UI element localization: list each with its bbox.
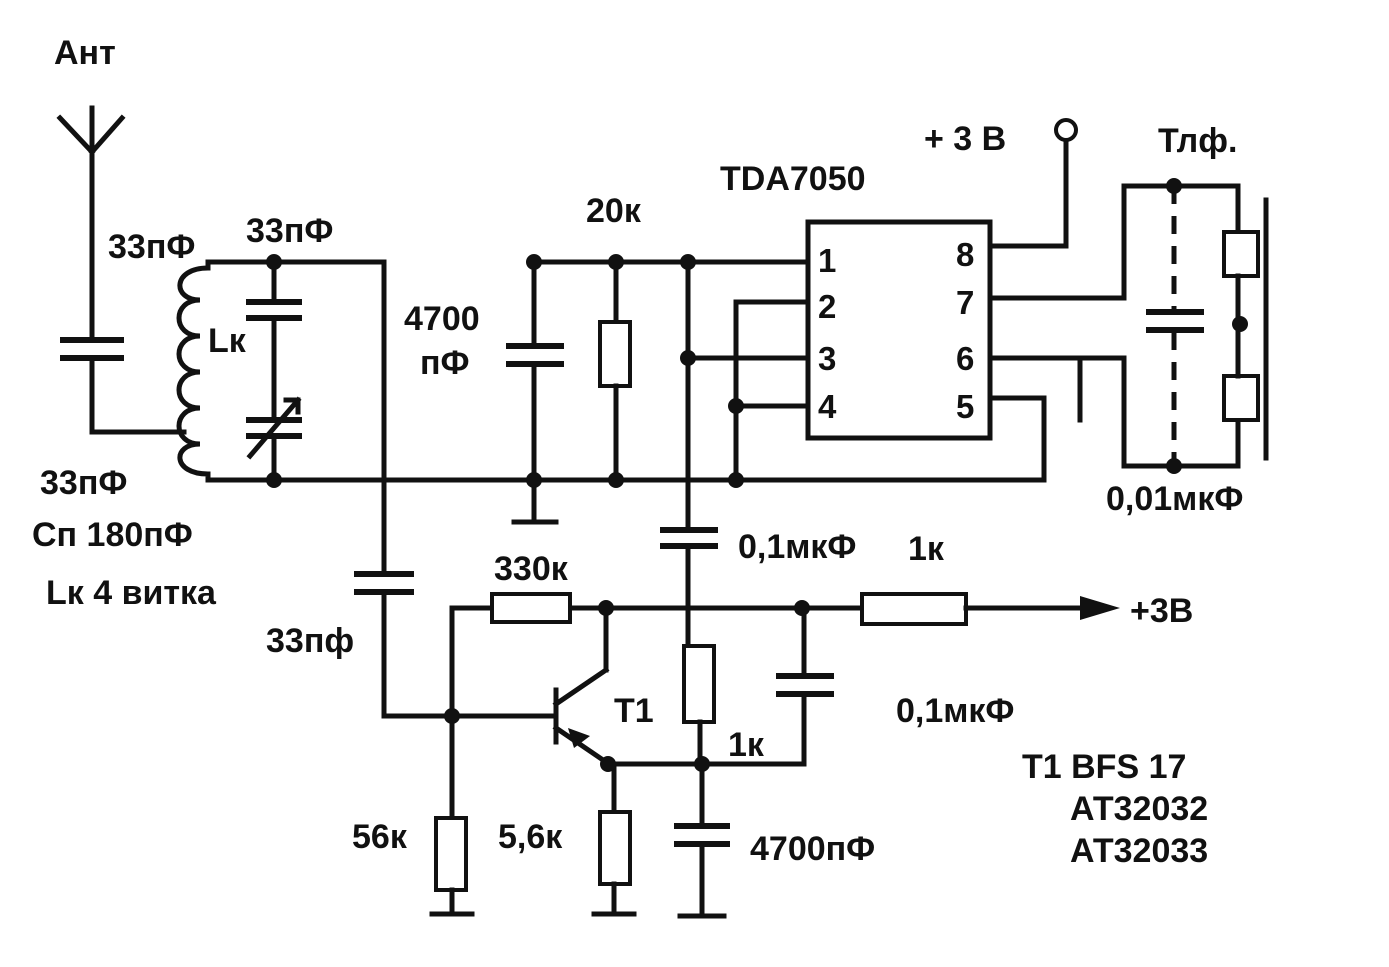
r-emitter-label: 5,6к xyxy=(498,818,563,856)
c-top-label: 33пФ xyxy=(246,212,333,250)
ic-pin-6: 6 xyxy=(956,340,974,377)
cp-value-label: Сп 180пФ xyxy=(32,516,193,554)
antenna-symbol xyxy=(56,105,126,343)
supply-pin8-wire xyxy=(987,118,1078,249)
transistor-label: Т1 xyxy=(614,692,654,730)
inductor-label: Lк xyxy=(208,322,247,360)
ic-label: TDA7050 xyxy=(720,160,866,198)
phones-label: Тлф. xyxy=(1158,122,1237,160)
part-line-2: АТ32032 xyxy=(1070,790,1208,828)
c-ant-label: 33пФ xyxy=(108,228,195,266)
pin2-pin4-ground-wire xyxy=(733,299,811,483)
resistor-1k-supply xyxy=(860,592,1120,626)
phones-capacitor xyxy=(1146,186,1204,466)
input-capacitor-4700 xyxy=(506,259,564,525)
tda7050-chip xyxy=(805,219,993,441)
decoupling-capacitor xyxy=(776,605,834,767)
r-bias-label: 330к xyxy=(494,550,569,588)
c-out-label: 0,1мкФ xyxy=(738,528,856,566)
ic-pin-8: 8 xyxy=(956,236,974,273)
resistor-56k xyxy=(429,816,475,917)
resistor-1k-collector xyxy=(682,644,716,767)
c-bottom-label: 33пФ xyxy=(40,464,127,502)
antenna-label: Ант xyxy=(54,34,116,72)
output-coupling-capacitor xyxy=(660,527,718,649)
part-line-3: АТ32033 xyxy=(1070,832,1208,870)
tank-inductor xyxy=(176,259,211,483)
c-phones-label: 0,01мкФ xyxy=(1106,480,1243,518)
c-emitter-label: 4700пФ xyxy=(750,830,875,868)
ic-pin-5: 5 xyxy=(956,388,974,425)
resistor-330k xyxy=(449,592,572,821)
ic-pin-7: 7 xyxy=(956,284,974,321)
ic-pin-3: 3 xyxy=(818,340,836,377)
pin5-ground-wire xyxy=(987,395,1047,483)
part-line-1: Т1 BFS 17 xyxy=(1022,748,1186,786)
supply-right-label: +3В xyxy=(1130,592,1193,630)
resistor-5-6k xyxy=(591,761,637,917)
c-input-label-b: пФ xyxy=(420,344,470,382)
r-base-label: 56к xyxy=(352,818,408,856)
r-collector-label: 1к xyxy=(728,726,765,764)
emitter-capacitor-4700 xyxy=(674,761,730,919)
r-supply-label: 1к xyxy=(908,530,945,568)
ic-pin-numbers: 1 2 3 4 5 6 7 8 xyxy=(818,236,974,425)
ic-pin-4: 4 xyxy=(818,388,837,425)
c-decouple-label: 0,1мкФ xyxy=(896,692,1014,730)
ic-pin-1: 1 xyxy=(818,242,836,279)
resistor-20k xyxy=(598,259,632,483)
c-couple-label: 33пф xyxy=(266,622,354,660)
transistor-t1 xyxy=(552,605,610,766)
pin3-wire xyxy=(685,259,811,531)
c-input-label-a: 4700 xyxy=(404,300,480,338)
output-wires xyxy=(987,183,1241,469)
junction-dots xyxy=(266,178,1248,772)
lk-turns-label: Lк 4 витка xyxy=(46,574,217,612)
supply-top-label: + 3 В xyxy=(924,120,1006,158)
r-feedback-label: 20к xyxy=(586,192,642,230)
antenna-capacitor xyxy=(60,337,187,435)
component-labels: Ант 33пФ 33пФ Lк 33пФ Сп 180пФ Lк 4 витк… xyxy=(32,34,1243,870)
ic-pin-2: 2 xyxy=(818,288,836,325)
coupling-capacitor xyxy=(354,259,559,719)
tank-fixed-capacitor xyxy=(246,259,302,423)
